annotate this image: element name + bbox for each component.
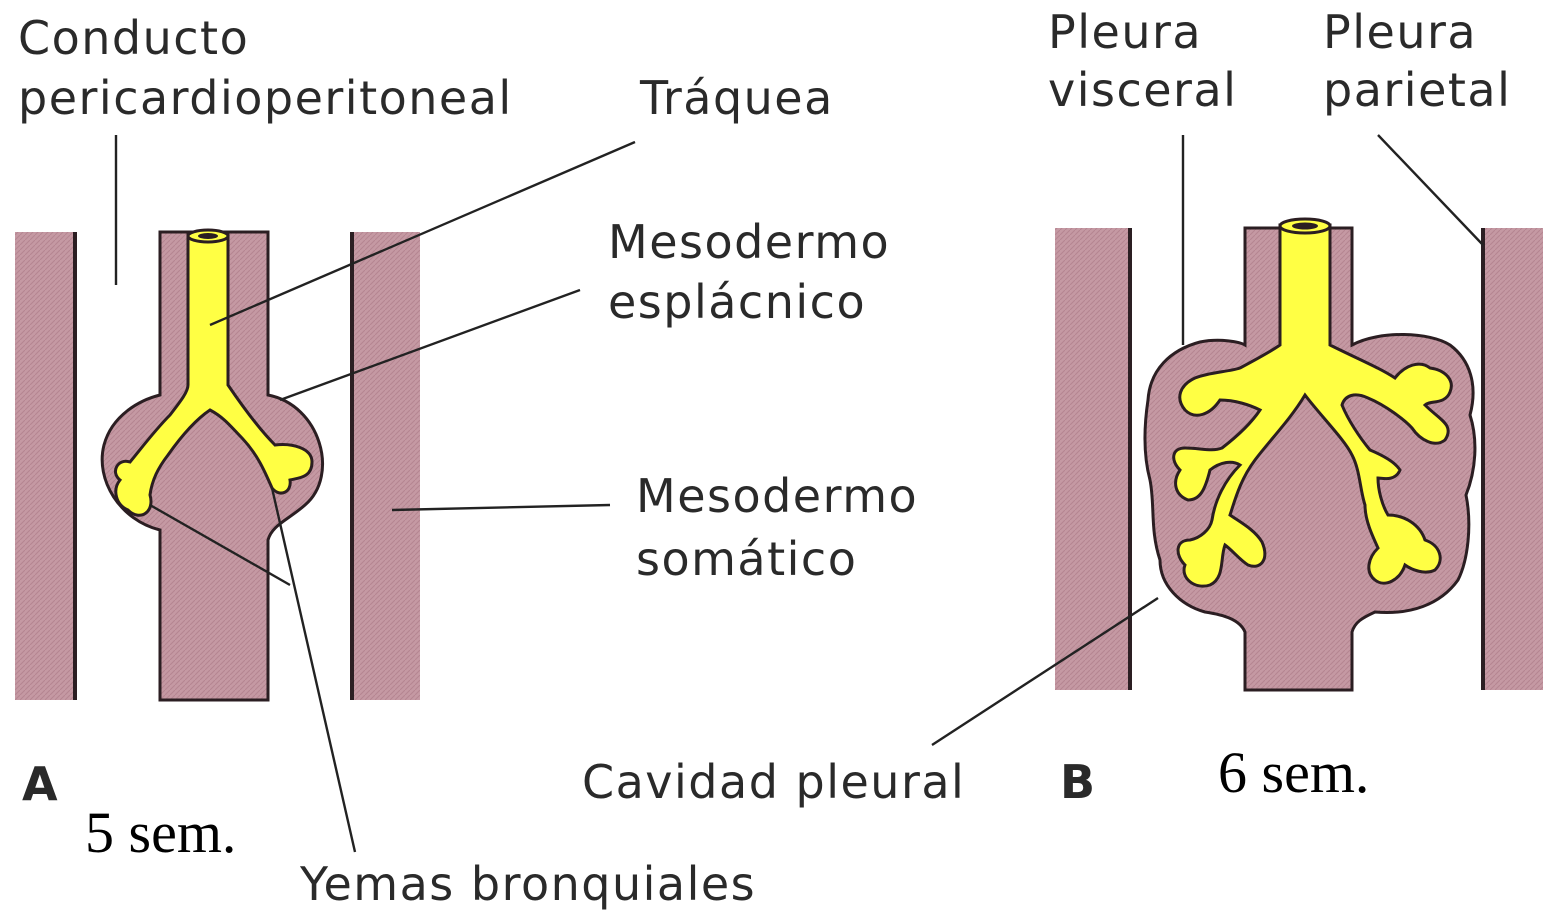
- leader-pleura-parietal: [1378, 135, 1483, 245]
- label-yemas-bronquiales: Yemas bronquiales: [299, 857, 756, 911]
- panel-b-letter: B: [1060, 755, 1095, 809]
- label-mesodermo-esplacnico-line1: Mesodermo: [608, 215, 890, 269]
- panel-a-drawing: [15, 230, 420, 700]
- label-conducto-line1: Conducto: [18, 11, 249, 65]
- label-mesodermo-somatico-line2: somático: [636, 532, 857, 586]
- panel-b-right-wall: [1483, 228, 1543, 690]
- panel-a-right-wall: [352, 232, 420, 700]
- panel-b-drawing: [1055, 219, 1543, 690]
- label-cavidad-pleural: Cavidad pleural: [582, 755, 965, 809]
- label-pleura-parietal-line2: parietal: [1323, 63, 1511, 117]
- leader-traquea: [210, 142, 635, 325]
- label-conducto-line2: pericardioperitoneal: [18, 71, 513, 125]
- leader-yemas-2: [272, 488, 355, 852]
- panel-b-week: 6 sem.: [1218, 740, 1369, 805]
- label-mesodermo-somatico-line1: Mesodermo: [636, 469, 918, 523]
- leader-mesodermo-esplacnico: [280, 290, 580, 400]
- label-traquea: Tráquea: [639, 71, 834, 125]
- label-mesodermo-esplacnico-line2: esplácnico: [608, 275, 866, 329]
- panel-a-left-wall: [15, 232, 75, 700]
- panel-a-week: 5 sem.: [85, 800, 236, 865]
- panel-a-letter: A: [22, 757, 58, 811]
- leader-mesodermo-somatico: [392, 505, 610, 510]
- label-pleura-visceral-line1: Pleura: [1048, 5, 1202, 59]
- label-pleura-visceral-line2: visceral: [1048, 63, 1237, 117]
- panel-b-left-wall: [1055, 228, 1130, 690]
- label-pleura-parietal-line1: Pleura: [1323, 5, 1477, 59]
